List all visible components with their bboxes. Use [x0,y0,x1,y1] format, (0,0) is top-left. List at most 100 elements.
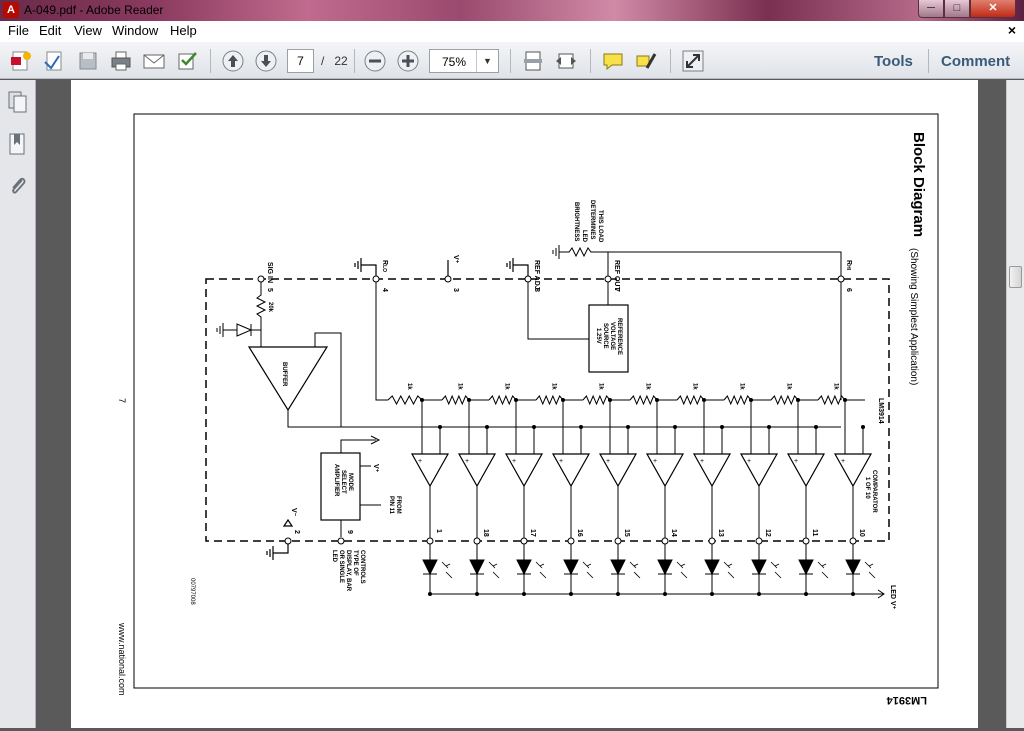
edit-button[interactable] [41,48,67,74]
controls-note-line-4: OR SINGLE [338,550,344,583]
pin-rlo-number: 4 [381,288,388,292]
led [751,544,767,594]
menu-help[interactable]: Help [170,23,197,38]
email-button[interactable] [141,48,167,74]
led-light-rays [488,561,500,579]
buffer-node [579,425,583,429]
toolbar-separator [670,49,671,73]
mode-vplus-label: V⁺ [372,464,379,473]
create-pdf-button[interactable] [8,48,34,74]
toolbar-separator [590,49,591,73]
menu-window[interactable]: Window [112,23,159,38]
adobe-reader-icon: A [3,2,19,18]
vertical-scrollbar[interactable] [1006,80,1024,728]
menu-view[interactable]: View [74,23,102,38]
bookmarks-button[interactable] [7,132,29,156]
led-light-rays [441,561,453,579]
vminus-label: V⁻ [290,508,297,517]
comment-pane-button[interactable]: Comment [941,53,1011,70]
ladder-resistor [629,394,677,406]
output-pin-number: 13 [717,529,724,537]
comparator [504,453,544,488]
r20k-label: 20k [267,302,273,313]
ref-source-line-2: VOLTAGE [609,322,615,350]
print-button[interactable] [108,48,134,74]
output-pin [708,537,716,545]
led-v-label: LED V⁺ [889,585,896,610]
plus-sign: + [418,458,422,465]
comparator-wire [844,402,864,538]
load-note-line-3: LED [581,230,587,243]
save-button[interactable] [75,48,101,74]
footer-part: LM3914 [886,694,927,706]
page-number-input[interactable]: 7 [287,49,314,73]
highlight-button[interactable] [633,48,659,74]
plus-sign: + [700,458,704,465]
plus-sign: + [841,458,845,465]
tools-pane-button[interactable]: Tools [874,53,913,70]
output-pin-number: 10 [858,529,865,537]
ground-symbols-top [354,258,529,276]
maximize-button[interactable]: □ [944,0,970,18]
pin-rlo [372,275,380,283]
minimize-icon: ─ [927,2,935,14]
output-pin [802,537,810,545]
buffer-wires [260,332,841,428]
chevron-down-icon[interactable]: ▼ [476,50,498,72]
ladder-node [420,398,424,402]
pin-rlo-sub: LO [381,265,387,272]
fullscreen-button[interactable] [680,48,706,74]
minimize-button[interactable]: ─ [918,0,944,18]
pages-icon [8,91,27,113]
sign-button[interactable] [174,48,200,74]
page-up-button[interactable] [220,48,246,74]
navigation-pane [0,80,36,728]
load-note-line-2: DETERMINES [589,200,595,239]
mode-select-box [320,452,361,521]
ladder-node [655,398,659,402]
comparator-wire [562,402,582,538]
close-button[interactable]: ✕ [970,0,1016,18]
comparator-wire [468,402,488,538]
from-pin-line-1: FROM [395,496,401,514]
pin-ref-adj [524,275,532,283]
resistor-1k-label: 1k [598,383,604,390]
pin-vplus-label: V⁺ [452,255,459,264]
diagram-heading: Block Diagram [910,132,927,237]
fit-page-button[interactable] [520,48,546,74]
pin-vplus-number: 3 [452,288,459,292]
output-pin-number: 16 [576,529,583,537]
led [610,544,626,594]
buffer-node [767,425,771,429]
attachments-button[interactable] [7,174,29,198]
comparator-wire [750,402,770,538]
resistor-1k-label: 1k [551,383,557,390]
led [563,544,579,594]
sticky-note-button[interactable] [600,48,626,74]
ladder-node [796,398,800,402]
output-pin-number: 14 [670,529,677,537]
chip-boundary [205,278,890,542]
ground-symbol-vminus [266,518,294,560]
menu-edit[interactable]: Edit [39,23,62,38]
menu-file[interactable]: File [8,23,29,38]
buffer-node [814,425,818,429]
scrollbar-thumb[interactable] [1009,266,1022,288]
fit-width-button[interactable] [553,48,579,74]
from-pin-line-2: PIN 11 [388,496,394,515]
mode-select-wires [340,435,381,537]
comparator [739,453,779,488]
resistor-1k-label: 1k [786,383,792,390]
document-close-icon[interactable]: × [1007,22,1016,38]
comparator-wire [656,402,676,538]
page-down-button[interactable] [253,48,279,74]
ladder-resistor [582,394,630,406]
pages-button[interactable] [7,90,29,114]
load-note-line-4: BRIGHTNESS [573,202,579,241]
toolbar-separator [928,49,929,73]
zoom-in-button[interactable] [395,48,421,74]
zoom-out-button[interactable] [362,48,388,74]
zoom-select[interactable]: 75% ▼ [429,49,499,73]
output-pin [614,537,622,545]
fullscreen-icon [682,50,704,72]
